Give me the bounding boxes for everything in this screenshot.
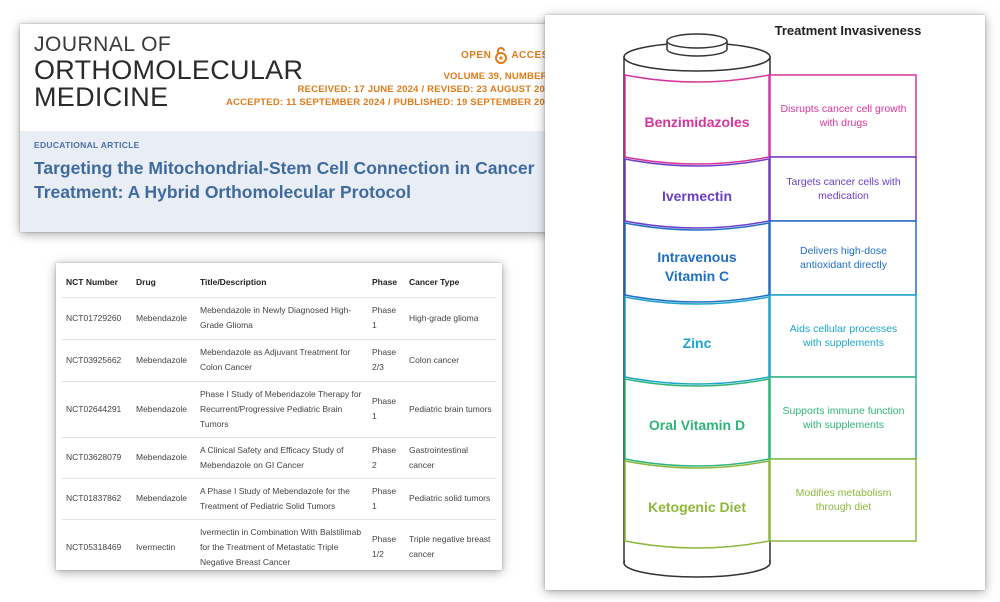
layer-intravenous-vitamin-c: Intravenous Vitamin C <box>657 249 737 284</box>
cell-cancer-type: Pediatric solid tumors <box>405 477 496 519</box>
layer-outline-vitamin-c <box>624 222 770 303</box>
open-access-right: ACCESS <box>511 49 556 61</box>
diagram-heading: Treatment Invasiveness <box>774 23 922 38</box>
cell-cancer-type: High-grade glioma <box>405 296 496 339</box>
layer-outline-vitamin-d <box>624 378 770 467</box>
layer-ketogenic-diet: Ketogenic Diet <box>647 498 746 515</box>
table-row: NCT01729260 Mebendazole Mebendazole in N… <box>62 296 496 339</box>
cell-cancer-type: Triple negative breast cancer <box>405 518 496 575</box>
cell-cancer-type: Gastrointestinal cancer <box>405 436 496 478</box>
title-band <box>20 131 578 232</box>
header-drug: Drug <box>136 276 156 287</box>
received-revised-dates: RECEIVED: 17 JUNE 2024 / REVISED: 23 AUG… <box>297 84 556 95</box>
cell-title: A Phase I Study of Mebendazole for the T… <box>196 477 368 519</box>
publication-metadata: VOLUME 39, NUMBER 3 RECEIVED: 17 JUNE 20… <box>226 70 556 109</box>
cylinder-cap-top <box>666 33 728 49</box>
cell-phase: Phase 2 <box>368 436 405 478</box>
box-outline-vitamin-d <box>769 376 917 460</box>
cell-phase: Phase 1/2 <box>368 518 405 575</box>
cell-cancer-type: Colon cancer <box>405 338 496 381</box>
cell-cancer-type: Pediatric brain tumors <box>405 380 496 437</box>
cell-nct-number: NCT01837862 <box>62 477 132 519</box>
open-lock-icon <box>494 46 508 64</box>
description-ivermectin: Targets cancer cells with medication <box>786 176 901 202</box>
header-nct-number: NCT Number <box>66 276 118 287</box>
layer-outline-ivermectin <box>624 158 770 229</box>
cell-nct-number: NCT02644291 <box>62 380 132 437</box>
journal-name: JOURNAL OF ORTHOMOLECULAR MEDICINE <box>34 34 303 111</box>
box-outline-benzimidazoles <box>769 74 917 158</box>
journal-masthead: JOURNAL OF ORTHOMOLECULAR MEDICINE OPEN … <box>20 24 578 131</box>
journal-name-line1: JOURNAL OF <box>34 33 172 56</box>
table-row: NCT01837862 Mebendazole A Phase I Study … <box>62 477 496 519</box>
cell-drug: Mebendazole <box>132 338 196 381</box>
cell-title: Mebendazole in Newly Diagnosed High-Grad… <box>196 296 368 339</box>
open-access-badge: OPEN ACCESS <box>461 46 556 64</box>
cell-drug: Mebendazole <box>132 477 196 519</box>
layer-outline-benzimidazoles <box>624 74 770 165</box>
clinical-trials-table: NCT Number Drug Title/Description Phase … <box>62 267 496 575</box>
journal-header-card: JOURNAL OF ORTHOMOLECULAR MEDICINE OPEN … <box>20 24 578 232</box>
cell-drug: Mebendazole <box>132 436 196 478</box>
cell-phase: Phase 1 <box>368 477 405 519</box>
cell-phase: Phase 1 <box>368 380 405 437</box>
layer-zinc: Zinc <box>682 334 712 351</box>
cell-nct-number: NCT03925662 <box>62 338 132 381</box>
description-oral-vitamin-d: Supports immune function with supplement… <box>782 405 905 431</box>
cylinder-graphic <box>623 33 917 578</box>
cell-nct-number: NCT03628079 <box>62 436 132 478</box>
header-phase: Phase <box>372 276 398 287</box>
layer-oral-vitamin-d: Oral Vitamin D <box>648 416 746 433</box>
box-outline-ivermectin <box>769 156 917 222</box>
description-zinc: Aids cellular processes with supplements <box>789 323 898 349</box>
cell-title: Mebendazole as Adjuvant Treatment for Co… <box>196 338 368 381</box>
table-row: NCT05318469 Ivermectin Ivermectin in Com… <box>62 518 496 575</box>
table-row: NCT03925662 Mebendazole Mebendazole as A… <box>62 338 496 381</box>
table-row: NCT02644291 Mebendazole Phase I Study of… <box>62 380 496 437</box>
layer-outline-ketogenic <box>624 460 770 549</box>
cell-drug: Ivermectin <box>132 518 196 575</box>
cell-title: Phase I Study of Mebendazole Therapy for… <box>196 380 368 437</box>
cell-phase: Phase 2/3 <box>368 338 405 381</box>
journal-name-line2: ORTHOMOLECULAR <box>34 55 304 85</box>
cylinder-bottom-cover <box>625 545 769 563</box>
header-cancer-type: Cancer Type <box>409 276 460 287</box>
cell-drug: Mebendazole <box>132 380 196 437</box>
layer-outline-zinc <box>624 296 770 385</box>
cell-title: A Clinical Safety and Efficacy Study of … <box>196 436 368 478</box>
cell-nct-number: NCT01729260 <box>62 296 132 339</box>
cell-title: Ivermectin in Combination With Balstilim… <box>196 518 368 575</box>
layer-benzimidazoles: Benzimidazoles <box>644 113 750 130</box>
clinical-trials-card: NCT Number Drug Title/Description Phase … <box>56 263 502 575</box>
article-type: EDUCATIONAL ARTICLE <box>34 140 140 150</box>
box-outline-vitamin-c <box>769 220 917 296</box>
cell-nct-number: NCT05318469 <box>62 518 132 575</box>
table-row: NCT03628079 Mebendazole A Clinical Safet… <box>62 436 496 478</box>
box-outline-zinc <box>769 294 917 378</box>
box-outline-ketogenic <box>769 458 917 542</box>
header-title-description: Title/Description <box>200 276 267 287</box>
open-access-left: OPEN <box>460 49 492 61</box>
cell-drug: Mebendazole <box>132 296 196 339</box>
table-header-row: NCT Number Drug Title/Description Phase … <box>62 267 496 297</box>
description-intravenous-vitamin-c: Delivers high-dose antioxidant directly <box>800 245 887 271</box>
description-ketogenic-diet: Modifies metabolism through diet <box>795 487 892 513</box>
volume-number: VOLUME 39, NUMBER 3 <box>443 71 556 82</box>
layer-ivermectin: Ivermectin <box>661 187 733 204</box>
treatment-invasiveness-diagram: Treatment Invasiveness Benzimidazoles Iv… <box>545 15 985 590</box>
cell-phase: Phase 1 <box>368 296 405 339</box>
accepted-published-dates: ACCEPTED: 11 SEPTEMBER 2024 / PUBLISHED:… <box>226 97 556 108</box>
article-title: Targeting the Mitochondrial-Stem Cell Co… <box>34 158 535 202</box>
journal-name-line3: MEDICINE <box>34 82 169 112</box>
description-benzimidazoles: Disrupts cancer cell growth with drugs <box>780 103 907 129</box>
